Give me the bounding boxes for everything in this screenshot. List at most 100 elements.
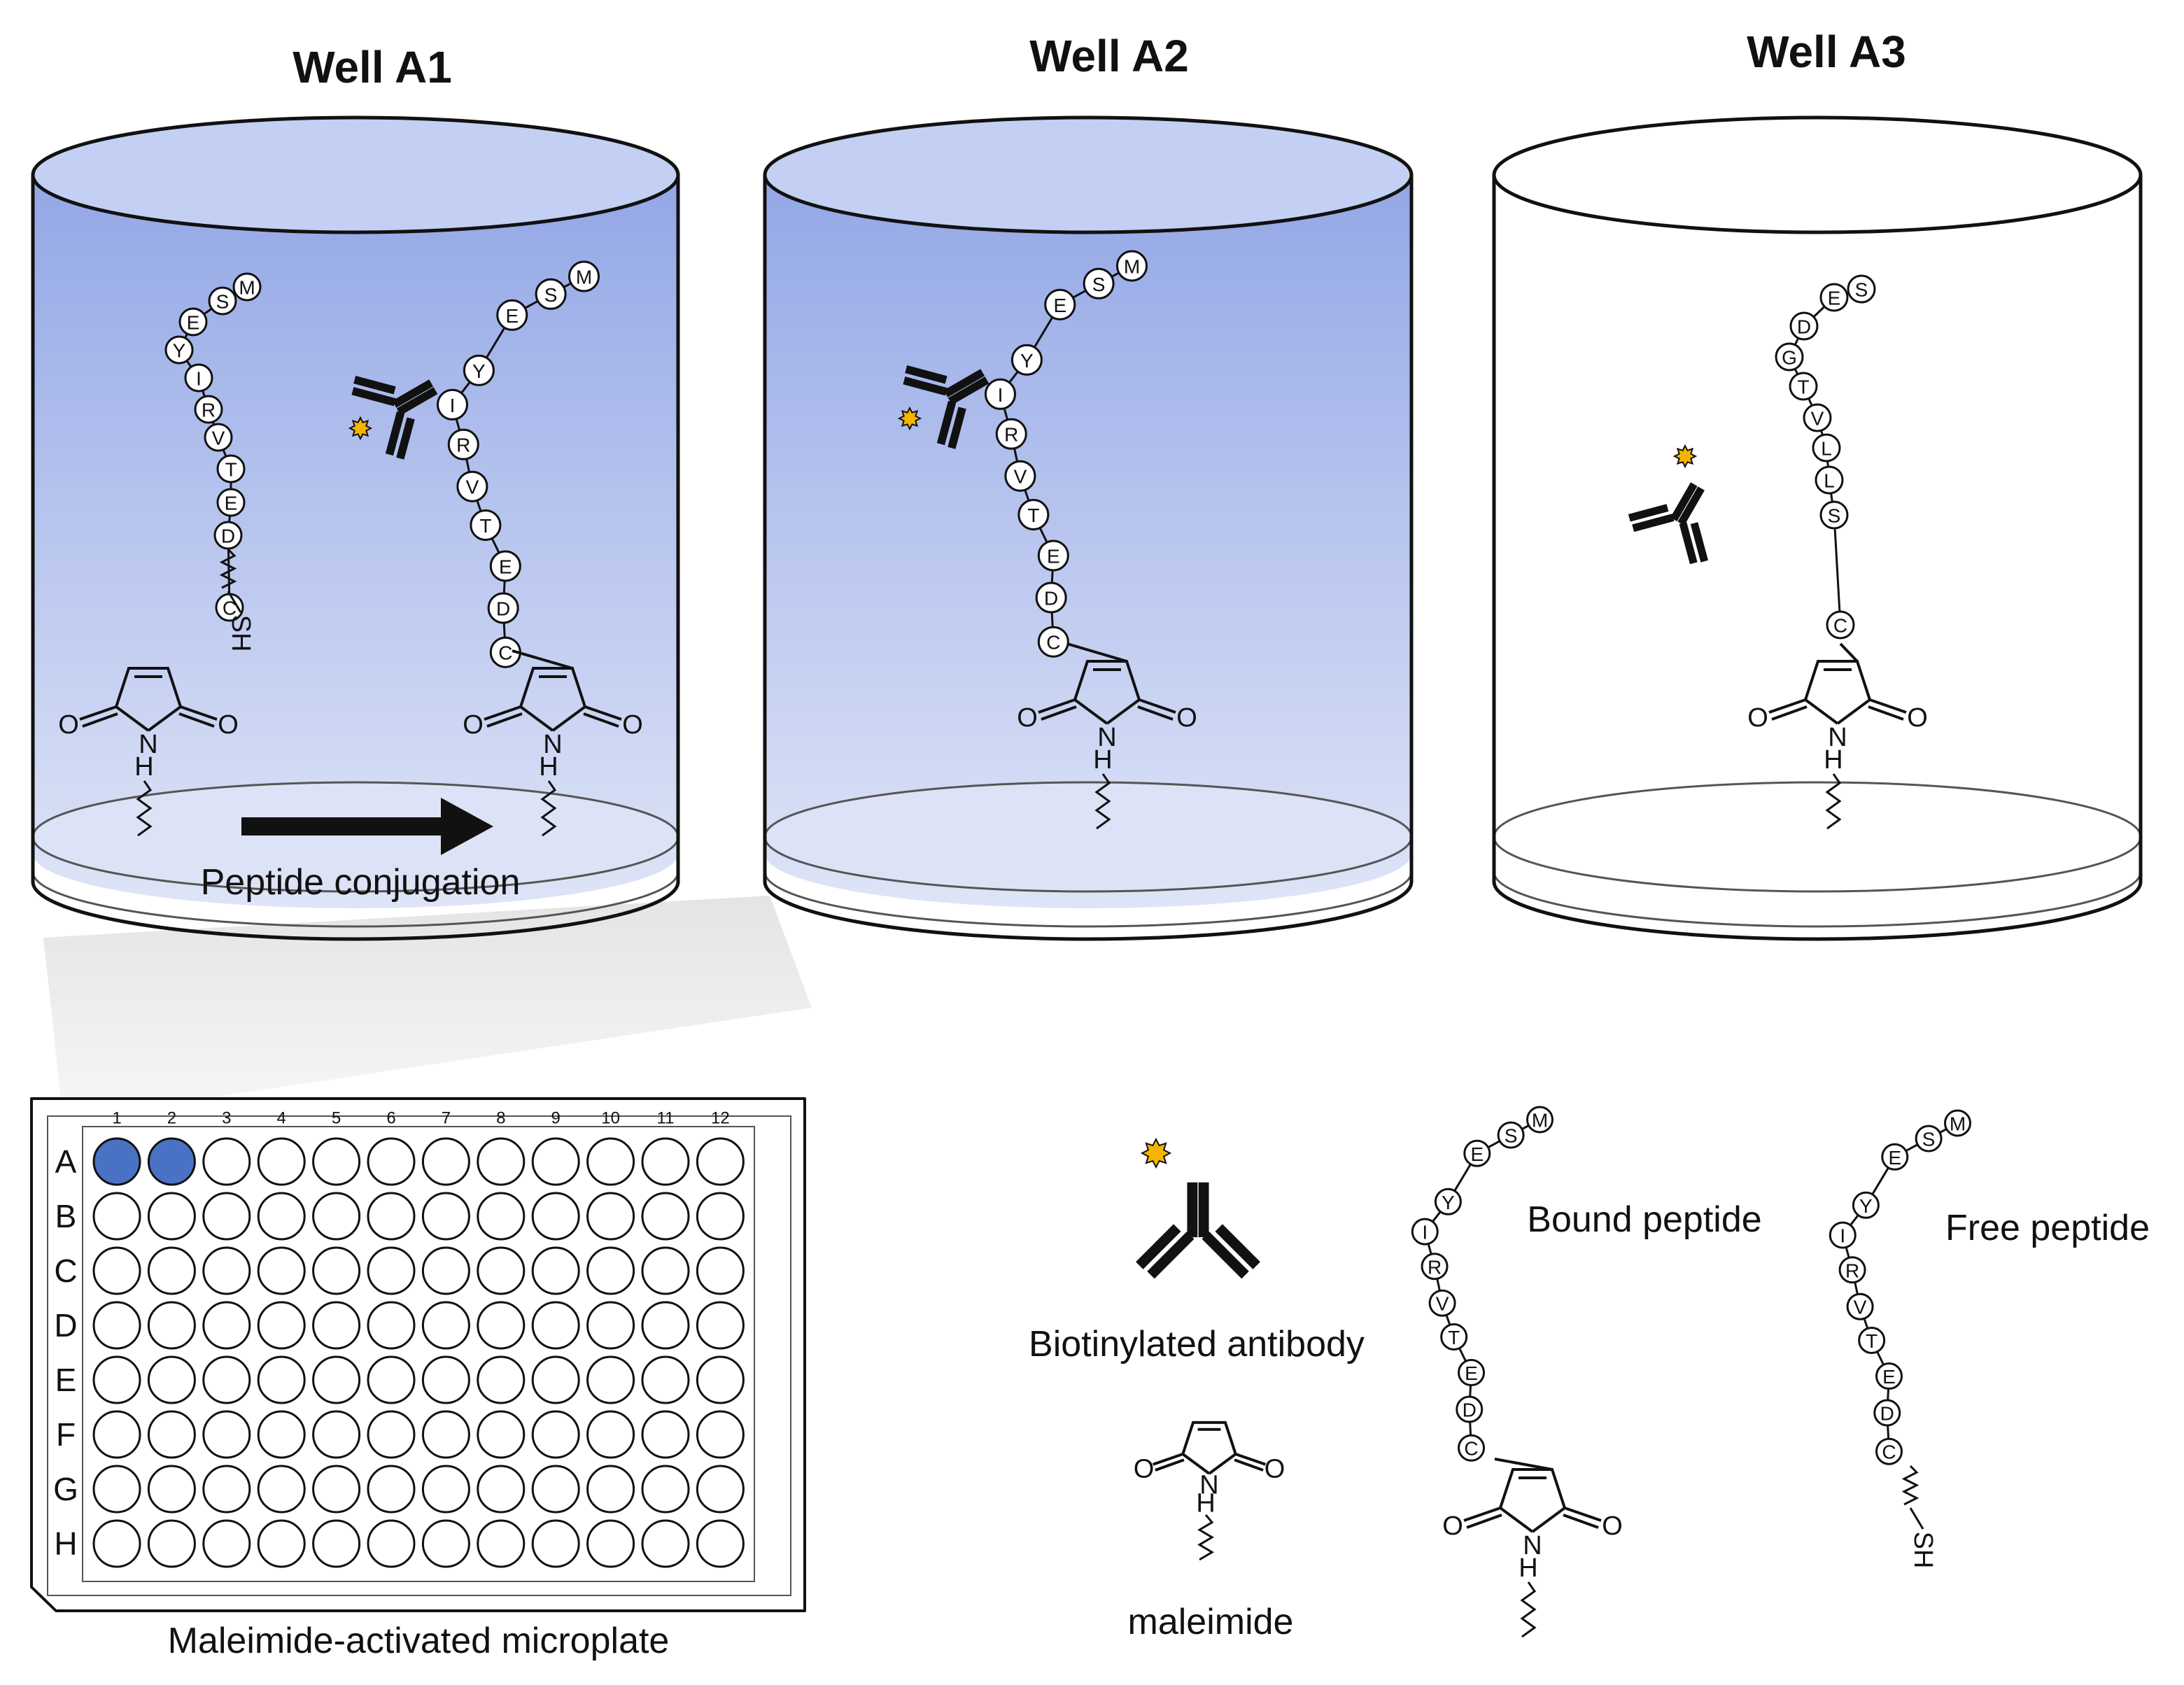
plate-well-C2 — [147, 1246, 196, 1295]
column-label: 12 — [711, 1109, 730, 1128]
a1-free-residue-circle — [204, 423, 233, 452]
plate-well-D11 — [641, 1301, 690, 1350]
a1-bound-residue-label: D — [496, 598, 510, 620]
a3-control-residue-circle — [1775, 342, 1804, 372]
nitrogen-label: N — [1199, 1470, 1218, 1500]
legend-free-residue-label: R — [1845, 1260, 1859, 1281]
a3-control-residue-label: E — [1828, 288, 1841, 309]
legend-bound-residue-circle — [1411, 1218, 1439, 1246]
oxygen-label: O — [1602, 1511, 1623, 1541]
a1-free-residue-label: R — [202, 400, 216, 421]
legend-bound-residue-circle — [1428, 1289, 1456, 1317]
a2-bound-residue-circle — [1083, 267, 1115, 299]
legend-free-residue-circle — [1881, 1143, 1909, 1171]
plate-well-B4 — [257, 1192, 306, 1241]
a1-bound-residue-circle — [456, 470, 488, 502]
plate-well-F4 — [257, 1410, 306, 1459]
plate-well-E1 — [92, 1355, 141, 1404]
a2-bound-residue-label: V — [1014, 466, 1027, 488]
a1-thiol-squiggle — [219, 548, 237, 589]
plate-well-G12 — [696, 1465, 745, 1514]
well-a1-cylinder — [31, 115, 680, 941]
linker-squiggle — [1825, 773, 1842, 830]
legend-bound-residue-circle — [1440, 1323, 1468, 1351]
plate-well-D8 — [477, 1301, 526, 1350]
a1-free-residue-circle — [216, 454, 246, 484]
nitrogen-label: N — [543, 730, 562, 759]
plate-well-E3 — [202, 1355, 251, 1404]
a1-bound-residue-label: M — [576, 267, 592, 288]
plate-well-E5 — [312, 1355, 361, 1404]
oxygen-label: O — [1907, 703, 1928, 733]
column-label: 9 — [551, 1109, 561, 1128]
legend-bound-residue-label: E — [1465, 1362, 1478, 1384]
a1-bound-residue-label: E — [505, 305, 519, 327]
a1-bound-residue-circle — [535, 278, 567, 310]
a2-bound-residue-circle — [995, 418, 1027, 450]
a2-bound-residue-circle — [1004, 460, 1036, 492]
plate-well-A3 — [202, 1137, 251, 1186]
legend-free-residue-circle — [1838, 1256, 1866, 1284]
plate-well-G11 — [641, 1465, 690, 1514]
plate-well-G9 — [531, 1465, 580, 1514]
plate-well-C10 — [586, 1246, 635, 1295]
plate-well-D2 — [147, 1301, 196, 1350]
well-a3-cylinder — [1492, 115, 2143, 941]
column-label: 4 — [277, 1109, 286, 1128]
linker-squiggle — [540, 780, 557, 837]
a2-bound-residue-label: D — [1044, 588, 1058, 609]
plate-well-C8 — [477, 1246, 526, 1295]
plate-well-E2 — [147, 1355, 196, 1404]
well-a1-title: Well A1 — [293, 42, 452, 92]
plate-well-F6 — [367, 1410, 416, 1459]
plate-well-C5 — [312, 1246, 361, 1295]
a2-bound-residue-circle — [1044, 288, 1076, 320]
nitrogen-label: N — [1097, 723, 1116, 752]
thioether-bond — [1839, 642, 1859, 663]
plate-well-A9 — [531, 1137, 580, 1186]
a1-bound-residue-label: T — [479, 515, 491, 537]
a1-bound-residue-label: I — [450, 395, 456, 416]
a2-bound-residue-label: C — [1046, 632, 1060, 654]
legend-bound-residue-label: C — [1464, 1438, 1478, 1460]
oxygen-label: O — [218, 710, 239, 740]
plate-well-H9 — [531, 1519, 580, 1568]
plate-well-D3 — [202, 1301, 251, 1350]
legend-free-residue-circle — [1915, 1124, 1943, 1152]
plate-well-G7 — [421, 1465, 470, 1514]
plate-well-D10 — [586, 1301, 635, 1350]
thioether-bond — [512, 649, 573, 670]
a1-bound-residue-circle — [489, 550, 521, 582]
legend-antibody-label: Biotinylated antibody — [1029, 1324, 1365, 1365]
plate-well-G3 — [202, 1465, 251, 1514]
a2-bound-residue-label: Y — [1020, 350, 1034, 372]
oxygen-label: O — [1134, 1454, 1155, 1483]
plate-well-E6 — [367, 1355, 416, 1404]
legend-bound-residue-label: D — [1463, 1400, 1477, 1421]
legend-free-thiol-squiggle — [1901, 1465, 1919, 1506]
plate-well-E7 — [421, 1355, 470, 1404]
peptide-layer: MSEYIRVTEDCMSEYIRVTEDCMSEYIRVTEDCSEDGTVL… — [164, 250, 1971, 1465]
column-label: 5 — [332, 1109, 341, 1128]
plate-well-H5 — [312, 1519, 361, 1568]
legend-free-residue-circle — [1852, 1191, 1880, 1219]
legend-free-residue-label: E — [1882, 1366, 1896, 1388]
legend-bound-residue-label: E — [1470, 1143, 1484, 1165]
column-label: 3 — [222, 1109, 231, 1128]
nitrogen-label: N — [1523, 1531, 1542, 1560]
plate-well-F1 — [92, 1410, 141, 1459]
a1-free-residue-label: V — [212, 428, 225, 449]
legend-free-residue-circle — [1875, 1362, 1903, 1390]
plate-well-H4 — [257, 1519, 306, 1568]
a2-bound-residue-circle — [1116, 250, 1148, 282]
a3-biotin-star — [1672, 444, 1698, 469]
legend-free-residue-label: T — [1866, 1330, 1877, 1352]
a1-free-residue-label: T — [225, 459, 237, 481]
a2-bound-residue-label: R — [1004, 424, 1018, 446]
plate-well-G8 — [477, 1465, 526, 1514]
